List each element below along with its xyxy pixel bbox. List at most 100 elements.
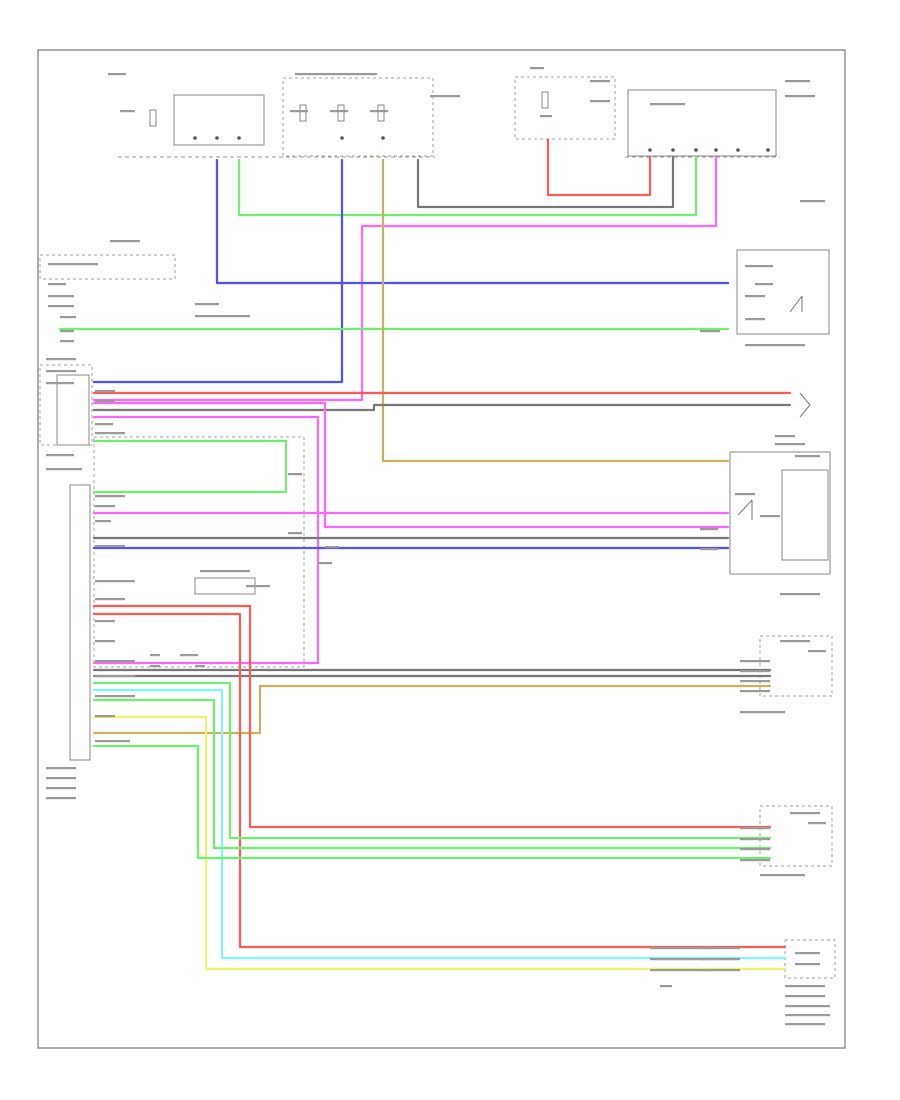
label-mark	[46, 787, 76, 790]
label-mark	[46, 370, 76, 373]
label-mark	[540, 115, 552, 118]
label-mark	[95, 495, 125, 498]
label-mark	[795, 952, 820, 955]
wire-blue-5	[92, 158, 344, 384]
wire-green-2	[237, 155, 698, 217]
label-mark	[430, 95, 460, 98]
label-mark	[790, 812, 820, 815]
label-mark	[46, 468, 82, 471]
label-mark	[195, 665, 205, 668]
label-mark	[325, 546, 339, 549]
label-mark	[740, 660, 770, 663]
label-mark	[795, 963, 820, 966]
label-mark	[46, 454, 74, 457]
label-mark	[370, 110, 388, 113]
label-mark	[110, 240, 140, 243]
label-mark	[46, 797, 76, 800]
label-mark	[46, 382, 74, 385]
label-mark	[700, 947, 740, 950]
label-mark	[46, 767, 76, 770]
wire-red-19	[92, 604, 772, 829]
diagram-frame	[37, 49, 846, 1049]
label-mark	[590, 100, 610, 103]
label-mark	[290, 110, 308, 113]
label-mark	[95, 675, 135, 678]
wire-red-20	[92, 612, 787, 949]
label-mark	[785, 95, 815, 98]
wire-magenta-3	[92, 155, 718, 402]
wire-red-0	[546, 138, 652, 197]
top-fuse-block	[118, 76, 780, 158]
wire-blue-4	[215, 158, 730, 285]
label-mark	[700, 958, 740, 961]
label-mark	[780, 593, 820, 596]
label-mark	[48, 283, 66, 286]
label-mark	[60, 316, 76, 319]
label-mark	[95, 695, 135, 698]
wire-green-23	[92, 698, 772, 850]
label-mark	[120, 110, 135, 113]
label-mark	[760, 874, 805, 877]
label-mark	[745, 344, 805, 347]
label-mark	[785, 985, 825, 988]
label-mark	[745, 295, 765, 298]
label-mark	[46, 358, 76, 361]
label-mark	[95, 620, 115, 623]
label-mark	[150, 654, 160, 657]
label-mark	[95, 390, 115, 393]
wire-tan-18	[92, 684, 772, 735]
label-mark	[95, 660, 135, 663]
label-mark	[95, 545, 125, 548]
wire-cyan-22	[92, 688, 787, 960]
label-mark	[795, 455, 820, 458]
wire-gray-9	[92, 403, 792, 412]
label-mark	[700, 548, 718, 551]
wire-tan-7	[381, 158, 730, 463]
label-mark	[785, 80, 810, 83]
label-mark	[108, 73, 126, 76]
label-mark	[650, 103, 685, 106]
label-mark	[740, 848, 770, 851]
label-mark	[780, 640, 810, 643]
label-mark	[48, 305, 74, 308]
label-mark	[60, 340, 74, 343]
wire-green-21	[92, 681, 772, 840]
label-mark	[48, 295, 74, 298]
label-mark	[95, 400, 115, 403]
left-components	[39, 254, 305, 761]
label-mark	[775, 435, 795, 438]
label-mark	[288, 532, 302, 535]
label-mark	[700, 969, 740, 972]
label-mark	[95, 598, 125, 601]
label-marks	[46, 67, 830, 1026]
label-mark	[800, 200, 825, 203]
label-mark	[700, 528, 718, 531]
wire-gray-1	[416, 155, 675, 209]
label-mark	[95, 423, 113, 426]
right-components	[729, 249, 836, 979]
label-mark	[95, 432, 125, 435]
label-mark	[295, 73, 377, 76]
label-mark	[46, 777, 76, 780]
label-mark	[60, 330, 74, 333]
label-mark	[650, 958, 710, 961]
label-mark	[745, 265, 773, 268]
label-mark	[288, 473, 302, 476]
label-mark	[195, 315, 250, 318]
label-mark	[808, 650, 826, 653]
label-mark	[180, 654, 198, 657]
label-mark	[650, 947, 710, 950]
label-mark	[150, 665, 160, 668]
label-mark	[740, 711, 785, 714]
label-mark	[95, 505, 115, 508]
label-mark	[330, 110, 348, 113]
label-mark	[755, 283, 773, 286]
fuse-icons	[149, 91, 549, 127]
wire-green-25	[92, 744, 772, 860]
label-mark	[95, 715, 115, 718]
label-mark	[740, 838, 770, 841]
label-mark	[95, 520, 111, 523]
wire-harness	[58, 138, 792, 971]
label-mark	[95, 580, 135, 583]
